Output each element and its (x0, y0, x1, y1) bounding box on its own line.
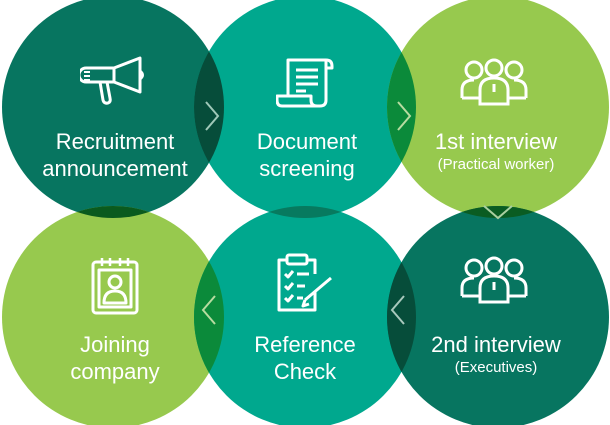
step-document-screening: Document screening (207, 128, 407, 182)
arrow-right-icon (397, 101, 412, 131)
step-subtitle: (Practical worker) (437, 156, 555, 173)
step-reference-check: Reference Check (205, 331, 405, 385)
step-title: 1st interview (434, 129, 558, 154)
step-title: Joining (80, 332, 150, 357)
circle-2nd-interview (387, 206, 609, 425)
step-subtitle: (Executives) (454, 359, 538, 376)
circle-document (194, 0, 416, 218)
arrow-right-icon (205, 101, 220, 131)
group-icon (460, 256, 528, 304)
id-badge-icon (91, 258, 139, 315)
step-title: 2nd interview (431, 332, 561, 357)
step-title: Reference (254, 332, 356, 357)
step-title-line2: Check (273, 359, 337, 384)
step-2nd-interview: 2nd interview (Executives) (396, 331, 596, 378)
arrow-left-icon (201, 295, 216, 325)
step-title-line2: screening (259, 156, 355, 181)
circle-1st-interview (387, 0, 609, 218)
circle-joining (2, 206, 224, 425)
group-icon (460, 58, 528, 106)
circle-recruitment (2, 0, 224, 218)
step-title: Document (256, 129, 358, 154)
step-title: Recruitment (55, 129, 175, 154)
arrow-down-icon (483, 205, 513, 220)
circle-reference (194, 206, 416, 425)
step-recruitment-announcement: Recruitment announcement (15, 128, 215, 182)
arrow-left-icon (390, 295, 405, 325)
megaphone-icon (80, 56, 144, 105)
step-title-line2: announcement (42, 156, 188, 181)
step-joining-company: Joining company (15, 331, 215, 385)
document-scroll-icon (276, 58, 334, 108)
step-title-line2: company (70, 359, 160, 384)
clipboard-check-icon (277, 253, 332, 312)
step-1st-interview: 1st interview (Practical worker) (396, 128, 596, 175)
